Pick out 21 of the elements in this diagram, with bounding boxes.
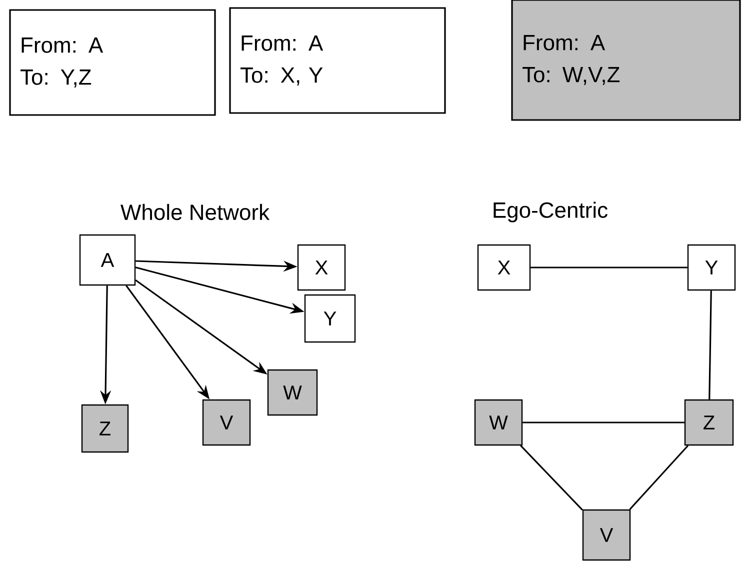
node-box: X — [477, 244, 531, 291]
connector-line — [629, 445, 689, 510]
node-box: W — [474, 399, 523, 446]
message-box: From: A To: X, Y — [229, 7, 446, 114]
connector-line — [520, 445, 583, 510]
node-box: V — [582, 509, 631, 561]
node-box: Y — [304, 294, 356, 343]
node-box: V — [202, 399, 251, 446]
node-box: Y — [687, 244, 736, 291]
message-box: From: A To: Y,Z — [9, 9, 216, 116]
node-box: W — [267, 369, 318, 416]
section-title: Ego-Centric — [494, 202, 608, 222]
connector-line — [530, 266, 688, 268]
node-box: X — [297, 244, 346, 291]
node-box: Z — [684, 399, 734, 446]
message-box: From: A To: W,V,Z — [511, 0, 741, 121]
connector-line — [522, 422, 684, 424]
connector-line — [708, 290, 712, 400]
node-box: Z — [81, 404, 129, 453]
section-title: Whole Network — [120, 204, 270, 220]
node-box: A — [79, 234, 136, 286]
